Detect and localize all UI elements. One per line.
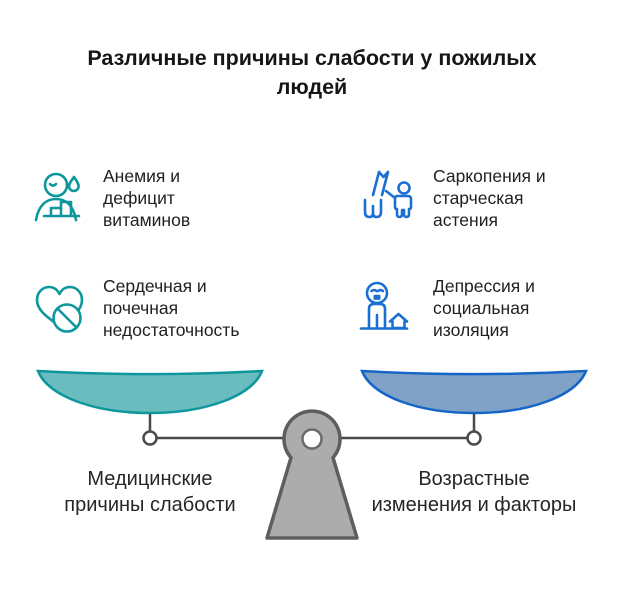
person-with-drop-icon	[29, 168, 93, 232]
cause-item-heart-kidney: Сердечная и почечная недостаточность	[29, 274, 239, 342]
page-title: Различные причины слабости у пожилых люд…	[87, 46, 537, 99]
left-pivot-circle	[142, 430, 158, 446]
heart-prohibition-icon	[29, 278, 93, 342]
sad-person-house-icon	[359, 278, 423, 342]
left-scale-pan	[36, 369, 264, 415]
right-scale-pan	[360, 369, 588, 415]
balance-scale	[36, 369, 588, 540]
cause-label: Саркопения и старческая астения	[433, 166, 546, 230]
right-pan-label: Возрастные изменения и факторы	[371, 468, 577, 516]
left-pan-label: Медицинские причины слабости	[64, 468, 236, 516]
fulcrum	[265, 409, 359, 540]
cause-item-depression: Депрессия и социальная изоляция	[359, 274, 535, 342]
cause-item-sarcopenia: Саркопения и старческая астения	[359, 164, 546, 232]
right-pivot-circle	[466, 430, 482, 446]
fulcrum-hole	[301, 428, 323, 450]
cause-label: Депрессия и социальная изоляция	[433, 276, 535, 340]
cause-label: Анемия и дефицит витаминов	[103, 166, 191, 230]
weak-person-icon	[359, 168, 423, 232]
cause-item-anemia: Анемия и дефицит витаминов	[29, 164, 190, 232]
cause-label: Сердечная и почечная недостаточность	[103, 276, 240, 340]
